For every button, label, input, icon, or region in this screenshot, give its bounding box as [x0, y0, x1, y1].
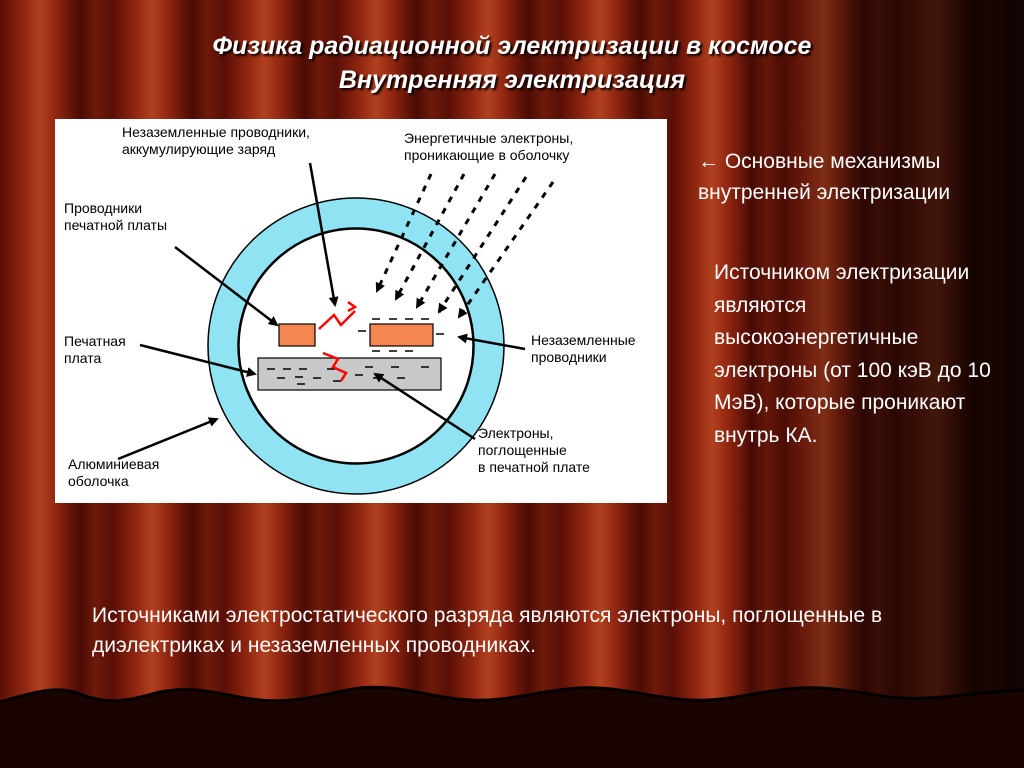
- label-ungrounded-conductors: Незаземленные проводники: [531, 332, 636, 366]
- pcb-conductor: [278, 323, 316, 347]
- label-line: Незаземленные: [531, 332, 636, 348]
- label-line: Энергетичные электроны,: [404, 130, 574, 146]
- label-energetic-electrons: Энергетичные электроны, проникающие в об…: [404, 130, 573, 164]
- label-line: Незаземленные проводники,: [122, 124, 310, 140]
- label-line: поглощенные: [478, 442, 567, 458]
- label-line: Алюминиевая: [68, 456, 160, 472]
- label-aluminium-shell: Алюминиевая оболочка: [68, 456, 159, 490]
- label-line: в печатной плате: [478, 459, 590, 475]
- leader-arrows: [117, 162, 526, 461]
- internal-charging-diagram: Незаземленные проводники, аккумулирующие…: [55, 119, 667, 503]
- label-absorbed-electrons: Электроны, поглощенные в печатной плате: [478, 425, 590, 476]
- label-ungrounded-accumulating: Незаземленные проводники, аккумулирующие…: [122, 124, 310, 158]
- slide-title: Физика радиационной электризации в космо…: [212, 32, 812, 60]
- label-line: проводники: [531, 349, 607, 365]
- slide-subtitle: Внутренняя электризация: [338, 66, 686, 94]
- diagram-svg: [117, 162, 555, 495]
- discharge-sources-text: Источниками электростатического разряда …: [92, 604, 883, 657]
- label-line: Печатная: [64, 333, 126, 349]
- source-description: Источником электризации являются высокоэ…: [714, 261, 991, 447]
- label-line: проникающие в оболочку: [404, 147, 570, 163]
- ungrounded-conductor: [369, 323, 434, 347]
- label-line: Электроны,: [478, 425, 554, 441]
- mechanisms-caption: ← Основные механизмы внутренней электриз…: [698, 150, 951, 204]
- label-pcb-conductors: Проводники печатной платы: [64, 200, 167, 234]
- label-line: аккумулирующие заряд: [122, 141, 276, 157]
- label-line: печатной платы: [64, 217, 168, 233]
- curtain-hem: [0, 685, 1024, 768]
- label-line: оболочка: [68, 473, 129, 489]
- label-line: плата: [64, 350, 102, 366]
- discharge-sparks: [318, 300, 358, 382]
- negative-charges: [267, 318, 444, 385]
- label-pcb: Печатная плата: [64, 333, 126, 367]
- label-line: Проводники: [64, 200, 143, 216]
- aluminium-shell: [238, 228, 474, 464]
- circuit-board: [257, 357, 442, 391]
- energetic-electron-arrows: [375, 173, 555, 319]
